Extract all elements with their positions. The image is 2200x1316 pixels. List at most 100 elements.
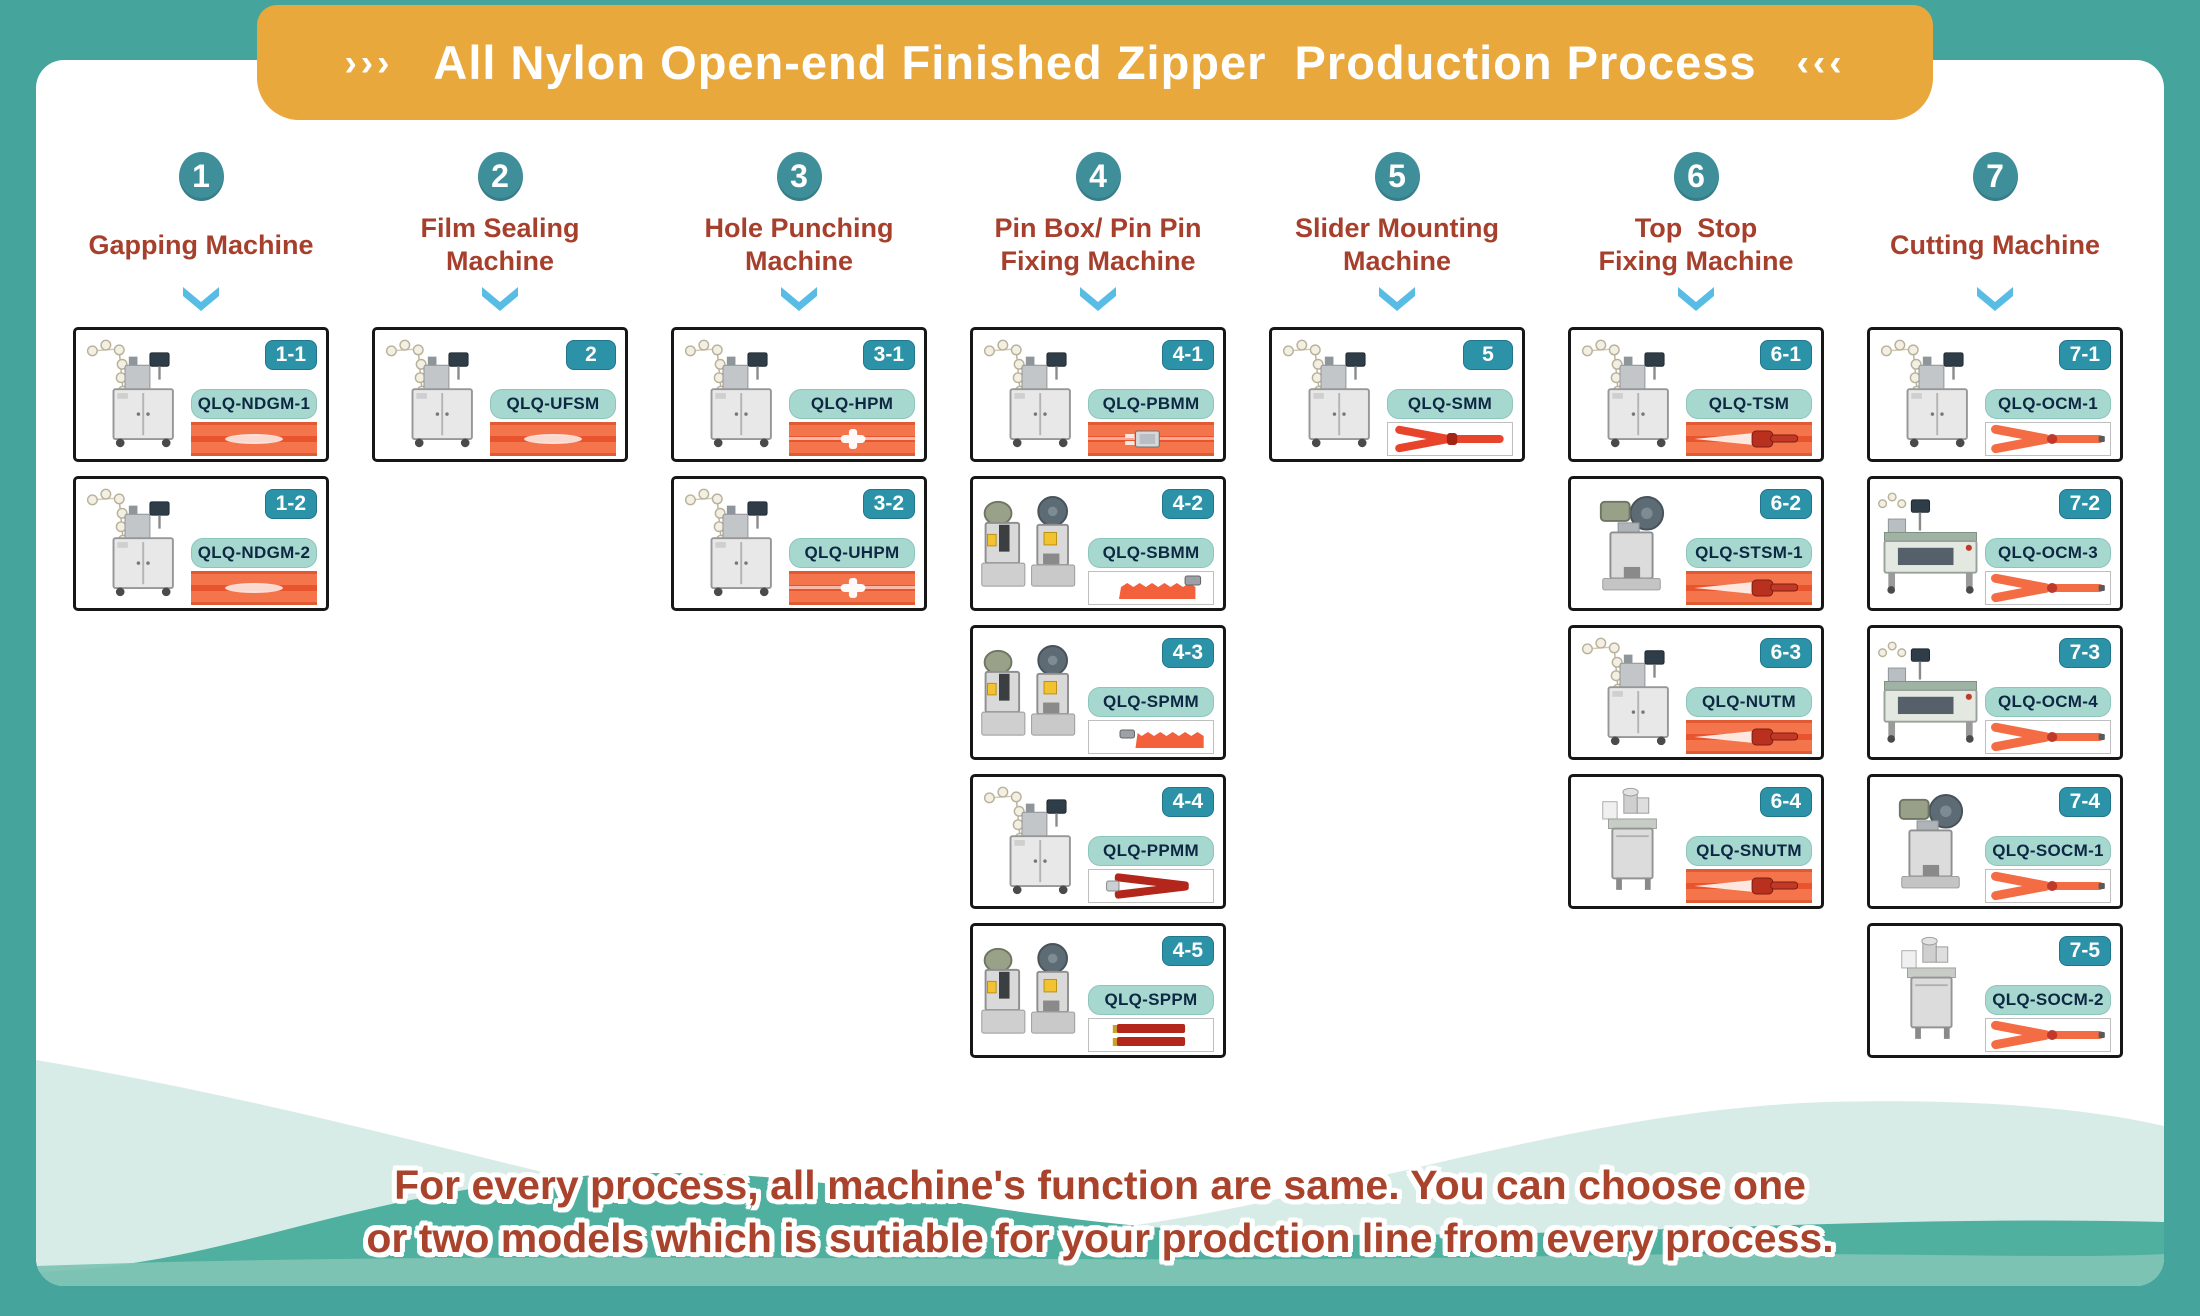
machine-photo xyxy=(677,333,792,455)
machine-photo xyxy=(677,482,792,604)
bottom-waves-decoration xyxy=(36,1014,2164,1286)
card-number-badge: 5 xyxy=(1463,340,1513,370)
machine-photo xyxy=(976,631,1091,753)
card-number-badge: 4-4 xyxy=(1161,787,1214,817)
zipper-sample-photo xyxy=(191,571,317,605)
card-number-badge: 7-2 xyxy=(2058,489,2111,519)
chevron-down-icon xyxy=(1678,287,1714,311)
card-number-badge: 6-4 xyxy=(1759,787,1812,817)
model-name-pill: QLQ-SPMM xyxy=(1088,687,1214,717)
column-cards: 1-1 QLQ-NDGM-1 1-2 QLQ-NDGM-2 xyxy=(73,327,329,611)
model-name-pill: QLQ-SOCM-1 xyxy=(1985,836,2111,866)
machine-card: 5 QLQ-SMM xyxy=(1269,327,1525,462)
step-label: Pin Box/ Pin Pin Fixing Machine xyxy=(994,213,1202,276)
machine-card: 4-4 QLQ-PPMM xyxy=(970,774,1226,909)
machine-photo xyxy=(1873,482,1988,604)
machine-card: 4-1 QLQ-PBMM xyxy=(970,327,1226,462)
column-cards: 5 QLQ-SMM xyxy=(1269,327,1525,462)
machine-card: 7-3 QLQ-OCM-4 xyxy=(1867,625,2123,760)
card-number-badge: 7-5 xyxy=(2058,936,2111,966)
zipper-sample-photo xyxy=(1088,1018,1214,1052)
step-number: 3 xyxy=(790,158,808,194)
machine-card: 1-1 QLQ-NDGM-1 xyxy=(73,327,329,462)
zipper-sample-photo xyxy=(1985,422,2111,456)
step-number: 6 xyxy=(1687,158,1705,194)
machine-card: 4-5 QLQ-SPPM xyxy=(970,923,1226,1058)
title-arrows-right: ‹‹‹ xyxy=(1796,41,1846,83)
machine-card: 7-5 QLQ-SOCM-2 xyxy=(1867,923,2123,1058)
process-column: 6 Top Stop Fixing Machine 6-1 QLQ-TSM xyxy=(1568,152,1824,909)
zipper-sample-photo xyxy=(1686,422,1812,456)
card-number-badge: 6-1 xyxy=(1759,340,1812,370)
machine-photo xyxy=(378,333,493,455)
step-number-badge: 2 xyxy=(477,152,523,201)
card-number-badge: 6-3 xyxy=(1759,638,1812,668)
model-name-pill: QLQ-SBMM xyxy=(1088,538,1214,568)
machine-photo xyxy=(1873,929,1988,1051)
zipper-sample-photo xyxy=(1088,422,1214,456)
step-number-badge: 3 xyxy=(776,152,822,201)
card-number-badge: 7-3 xyxy=(2058,638,2111,668)
zipper-sample-photo xyxy=(191,422,317,456)
model-name-pill: QLQ-STSM-1 xyxy=(1686,538,1812,568)
title-arrows-left: ››› xyxy=(344,41,394,83)
card-number-badge: 4-1 xyxy=(1161,340,1214,370)
zipper-sample-photo xyxy=(789,422,915,456)
card-number-badge: 7-4 xyxy=(2058,787,2111,817)
step-label: Slider Mounting Machine xyxy=(1295,213,1499,276)
process-column: 2 Film Sealing Machine 2 QLQ-UFSM xyxy=(372,152,628,462)
step-number-badge: 7 xyxy=(1972,152,2018,201)
footer-note-line1: For every process, all machine's functio… xyxy=(394,1162,1806,1209)
machine-card: 4-2 QLQ-SBMM xyxy=(970,476,1226,611)
title-banner: ››› All Nylon Open-end Finished Zipper P… xyxy=(257,5,1933,120)
process-column: 3 Hole Punching Machine 3-1 QLQ-HPM xyxy=(671,152,927,611)
zipper-sample-photo xyxy=(789,571,915,605)
model-name-pill: QLQ-OCM-4 xyxy=(1985,687,2111,717)
step-number-badge: 5 xyxy=(1374,152,1420,201)
model-name-pill: QLQ-OCM-1 xyxy=(1985,389,2111,419)
model-name-pill: QLQ-SPPM xyxy=(1088,985,1214,1015)
column-cards: 7-1 QLQ-OCM-1 7-2 QLQ-OCM-3 xyxy=(1867,327,2123,1058)
machine-card: 3-2 QLQ-UHPM xyxy=(671,476,927,611)
step-number-badge: 1 xyxy=(178,152,224,201)
card-number-badge: 4-5 xyxy=(1161,936,1214,966)
zipper-sample-photo xyxy=(1088,869,1214,903)
step-label: Hole Punching Machine xyxy=(704,213,894,276)
card-number-badge: 1-1 xyxy=(264,340,317,370)
process-column: 7 Cutting Machine 7-1 QLQ-OCM-1 xyxy=(1867,152,2123,1058)
card-number-badge: 3-1 xyxy=(862,340,915,370)
step-number: 2 xyxy=(491,158,509,194)
chevron-down-icon xyxy=(1977,287,2013,311)
machine-card: 1-2 QLQ-NDGM-2 xyxy=(73,476,329,611)
card-number-badge: 7-1 xyxy=(2058,340,2111,370)
card-number-badge: 2 xyxy=(566,340,616,370)
machine-card: 6-4 QLQ-SNUTM xyxy=(1568,774,1824,909)
column-cards: 6-1 QLQ-TSM 6-2 QLQ-STSM-1 xyxy=(1568,327,1824,909)
card-number-badge: 6-2 xyxy=(1759,489,1812,519)
machine-photo xyxy=(1574,631,1689,753)
machine-card: 7-4 QLQ-SOCM-1 xyxy=(1867,774,2123,909)
footer-note-line2: or two models which is sutiable for your… xyxy=(366,1214,1834,1261)
chevron-down-icon xyxy=(781,287,817,311)
process-columns: 1 Gapping Machine 1-1 QLQ-NDGM-1 xyxy=(73,152,2127,1058)
zipper-sample-photo xyxy=(1985,1018,2111,1052)
model-name-pill: QLQ-UHPM xyxy=(789,538,915,568)
model-name-pill: QLQ-PBMM xyxy=(1088,389,1214,419)
zipper-sample-photo xyxy=(1088,720,1214,754)
model-name-pill: QLQ-NUTM xyxy=(1686,687,1812,717)
model-name-pill: QLQ-TSM xyxy=(1686,389,1812,419)
step-number-badge: 6 xyxy=(1673,152,1719,201)
chevron-down-icon xyxy=(1080,287,1116,311)
step-number: 4 xyxy=(1089,158,1107,194)
machine-photo xyxy=(1873,631,1988,753)
model-name-pill: QLQ-SMM xyxy=(1387,389,1513,419)
machine-photo xyxy=(976,929,1091,1051)
step-number: 7 xyxy=(1986,158,2004,194)
model-name-pill: QLQ-SOCM-2 xyxy=(1985,985,2111,1015)
machine-card: 7-2 QLQ-OCM-3 xyxy=(1867,476,2123,611)
zipper-sample-photo xyxy=(1387,422,1513,456)
zipper-sample-photo xyxy=(1686,869,1812,903)
machine-photo xyxy=(1873,333,1988,455)
model-name-pill: QLQ-UFSM xyxy=(490,389,616,419)
